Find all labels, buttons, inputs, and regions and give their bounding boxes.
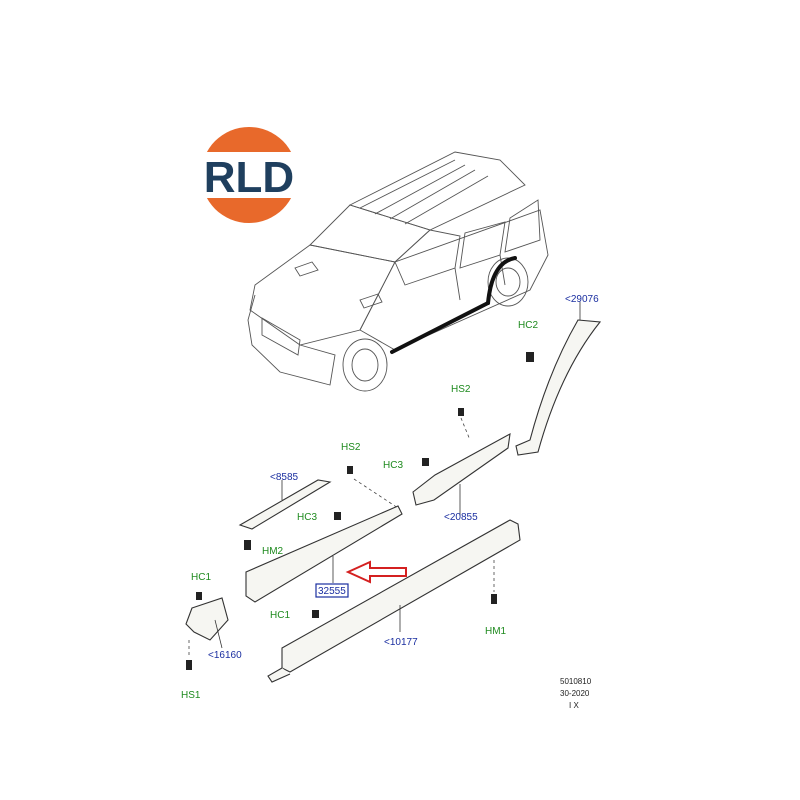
fixing-hc3-upper[interactable] — [422, 458, 429, 466]
car-windscreen — [309, 204, 431, 263]
car-front-window — [394, 229, 461, 286]
reference-number: 5010810 — [560, 677, 592, 686]
car-roof — [348, 151, 526, 231]
car-front-bumper — [247, 294, 336, 386]
callout-16160[interactable]: <16160 — [208, 650, 242, 661]
car-rear-quarter-window — [504, 199, 541, 253]
callout-10177[interactable]: <10177 — [384, 637, 418, 648]
callout-hc3-lower[interactable]: HC3 — [297, 512, 317, 523]
fixing-hc2[interactable] — [526, 352, 534, 362]
bonnet-vent — [294, 261, 319, 277]
fixing-hm2[interactable] — [244, 540, 251, 550]
reference-marker: I X — [569, 701, 579, 710]
fixing-hc1-mid[interactable] — [312, 610, 319, 618]
reference-date: 30-2020 — [560, 689, 590, 698]
vehicle-illustration — [247, 151, 549, 392]
car-sill-highlight — [390, 301, 490, 354]
part-8585-sill-strip[interactable] — [238, 479, 332, 530]
part-20855-sill-front[interactable] — [412, 432, 511, 516]
part-16160-end-cap[interactable] — [185, 597, 229, 649]
car-rear-wheel — [487, 257, 529, 307]
callout-hc1-mid[interactable]: HC1 — [270, 610, 290, 621]
callout-hc3-upper[interactable]: HC3 — [383, 460, 403, 471]
callout-hc2[interactable]: HC2 — [518, 320, 538, 331]
fixing-hm1[interactable] — [491, 594, 497, 604]
callout-hc1-left[interactable]: HC1 — [191, 572, 211, 583]
fixing-hs2-upper[interactable] — [458, 408, 464, 416]
callout-hs1[interactable]: HS1 — [181, 690, 201, 701]
callout-hm2[interactable]: HM2 — [262, 546, 284, 557]
fixings — [186, 352, 534, 670]
side-vent — [359, 293, 383, 309]
callout-32555-box — [315, 583, 349, 598]
part-10177-lower-sill[interactable] — [267, 519, 521, 683]
fixing-hs2-lower[interactable] — [347, 466, 353, 474]
reference-block: 5010810 30-2020 I X — [560, 677, 592, 710]
logo-band-inner — [205, 155, 293, 197]
rld-logo: RLD — [194, 127, 304, 223]
car-grille — [261, 317, 301, 356]
fixing-hc1-left[interactable] — [196, 592, 202, 600]
logo-text: RLD — [204, 153, 294, 202]
roof-rails — [359, 159, 489, 225]
callout-20855[interactable]: <20855 — [444, 512, 478, 523]
callout-hs2-lower[interactable]: HS2 — [341, 442, 361, 453]
callout-hm1[interactable]: HM1 — [485, 626, 507, 637]
callout-hs2-upper[interactable]: HS2 — [451, 384, 471, 395]
fixing-hc3-lower[interactable] — [334, 512, 341, 520]
callout-8585[interactable]: <8585 — [270, 472, 299, 483]
part-32555-sill-moulding[interactable] — [245, 505, 403, 603]
callout-32555[interactable]: 32555 — [318, 586, 346, 597]
fixing-hs1[interactable] — [186, 660, 192, 670]
highlight-arrow — [345, 560, 407, 584]
part-29076-arch-moulding[interactable] — [515, 302, 602, 456]
car-bonnet — [249, 244, 396, 346]
car-arch-highlight — [486, 256, 517, 305]
car-front-wheel — [342, 338, 388, 392]
callout-29076[interactable]: <29076 — [565, 294, 599, 305]
